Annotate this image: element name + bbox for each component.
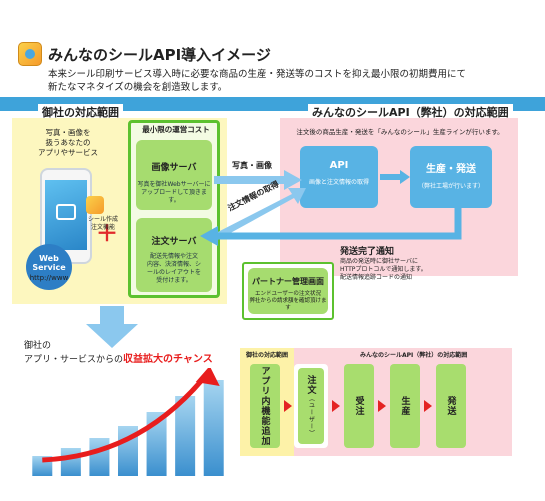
production-title: 生産・発送 xyxy=(426,164,476,175)
image-server-box: 画像サーバ 写真を御社Webサーバーに アップロードして頂きます。 xyxy=(136,140,212,210)
web-url: http://www xyxy=(29,274,69,282)
step-order-sub: （ユーザー） xyxy=(307,395,315,437)
growth-highlight: 収益拡大のチャンス xyxy=(123,354,213,365)
photo-image-label: 写真・画像 xyxy=(232,161,272,170)
image-server-title: 画像サーバ xyxy=(151,163,197,173)
step-arrow-4 xyxy=(424,400,432,412)
completion-text: 商品の発送時に御社サーバに HTTPプロトコルで通知します。 配送情報追跡コード… xyxy=(340,258,427,281)
process-right-label: みんなのシールAPI（弊社）の対応範囲 xyxy=(360,352,468,359)
right-region-label: みんなのシールAPI（弊社）の対応範囲 xyxy=(308,104,513,120)
api-text: 画像と注文情報の取得 xyxy=(308,179,369,186)
sticker-app-icon xyxy=(86,196,104,214)
completion-arrow xyxy=(200,208,462,246)
subtitle-line-1: 本来シール印刷サービス導入時に必要な商品の生産・発送等のコストを抑え最小限の初期… xyxy=(48,69,467,80)
apps-description: 写真・画像を 扱うあなたの アプリやサービス xyxy=(38,128,98,157)
growth-bar-chart xyxy=(32,368,224,476)
phone-screen xyxy=(45,180,87,250)
step-order-label: 注文 xyxy=(305,375,316,395)
growth-arrow-head xyxy=(195,368,220,386)
step-receive-label: 受注 xyxy=(353,396,364,416)
image-server-text: 写真を御社Webサーバーに アップロードして頂きます。 xyxy=(137,181,211,204)
step-arrow-2 xyxy=(332,400,340,412)
completion-title: 発送完了通知 xyxy=(340,247,395,257)
step-production-label: 生産 xyxy=(399,396,410,416)
service-label: Service xyxy=(32,263,66,272)
step-app-function: アプリ内機能追加 xyxy=(250,364,280,448)
order-server-title: 注文サーバ xyxy=(151,237,197,247)
growth-line1: 御社の xyxy=(24,341,52,351)
growth-bar xyxy=(175,396,196,476)
page-subtitle: 本来シール印刷サービス導入時に必要な商品の生産・発送等のコストを抑え最小限の初期… xyxy=(48,68,508,94)
step-shipping-label: 発送 xyxy=(445,396,456,416)
camera-icon xyxy=(56,204,76,220)
step-arrow-3 xyxy=(378,400,386,412)
step-production: 生産 xyxy=(390,364,420,448)
production-note: 注文後の商品生産・発送を「みんなのシール」生産ラインが行います。 xyxy=(296,128,504,136)
web-label: Web xyxy=(39,254,59,263)
api-to-production-arrow xyxy=(380,170,410,184)
growth-prefix: アプリ・サービスからの xyxy=(24,355,124,365)
growth-line2: アプリ・サービスからの収益拡大のチャンス xyxy=(24,350,213,365)
production-text: （弊社工場が行います） xyxy=(417,183,484,190)
web-service-icon: Web Service xyxy=(26,244,72,290)
subtitle-line-2: 新たなマネタイズの機会を創造致します。 xyxy=(48,82,228,93)
partner-panel-box: パートナー管理画面 エンドユーザーの注文状況 弊社からの請求額を確認頂けます xyxy=(248,268,328,314)
growth-bar xyxy=(203,380,224,476)
photo-image-arrow xyxy=(214,170,302,190)
app-logo-icon xyxy=(18,42,42,66)
page-title: みんなのシールAPI導入イメージ xyxy=(48,46,271,64)
down-arrow xyxy=(86,306,138,348)
api-title: API xyxy=(329,160,349,171)
production-box: 生産・発送 （弊社工場が行います） xyxy=(410,146,492,208)
growth-trend-arrow xyxy=(42,376,206,463)
step-shipping: 発送 xyxy=(436,364,466,448)
step-app-function-label: アプリ内機能追加 xyxy=(259,366,270,446)
min-cost-title: 最小限の運営コスト xyxy=(142,125,210,134)
step-receive: 受注 xyxy=(344,364,374,448)
step-order: 注文 （ユーザー） xyxy=(298,368,324,444)
process-left-label: 御社の対応範囲 xyxy=(246,352,289,359)
plus-icon: ＋ xyxy=(96,222,119,247)
order-info-arrow xyxy=(210,188,306,242)
partner-text: エンドユーザーの注文状況 弊社からの請求額を確認頂けます xyxy=(249,291,327,311)
left-region-label: 御社の対応範囲 xyxy=(38,104,123,120)
order-server-box: 注文サーバ 配送先情報や注文 内容、決済情報、シ ールのレイアウトを 受付けます… xyxy=(136,218,212,292)
partner-title: パートナー管理画面 xyxy=(252,277,324,286)
growth-bar xyxy=(89,438,110,476)
growth-bar xyxy=(60,448,81,476)
api-box: API 画像と注文情報の取得 xyxy=(300,146,378,208)
step-arrow-1 xyxy=(284,400,292,412)
sticker-function-label: シール作成 注文機能 xyxy=(87,216,118,231)
order-server-text: 配送先情報や注文 内容、決済情報、シ ールのレイアウトを 受付けます。 xyxy=(146,253,201,284)
